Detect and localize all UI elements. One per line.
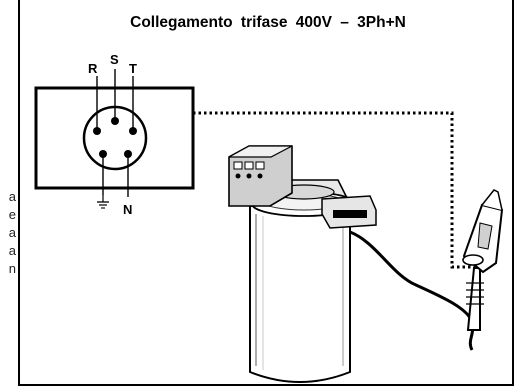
terminal-label-t: T xyxy=(129,61,137,76)
socket-panel: S R T N xyxy=(34,52,195,217)
side-text-line: a xyxy=(8,243,16,258)
terminal-label-s: S xyxy=(110,52,119,67)
side-text: a e a a n xyxy=(0,188,16,278)
side-text-line: e xyxy=(8,207,16,222)
terminal-label-r: R xyxy=(88,61,98,76)
connection-diagram: S R T N xyxy=(34,52,504,383)
dotted-connection-line xyxy=(193,111,475,269)
ground-icon xyxy=(97,195,109,209)
side-text-line: a xyxy=(8,189,16,204)
appliance-icon xyxy=(228,145,377,383)
side-text-line: n xyxy=(8,261,16,276)
side-text-line: a xyxy=(8,225,16,240)
diagram-title: Collegamento trifase 400V – 3Ph+N xyxy=(130,14,406,31)
diagram-frame: Collegamento trifase 400V – 3Ph+N S R T … xyxy=(18,0,514,386)
terminal-label-n: N xyxy=(123,202,132,217)
plug-icon xyxy=(462,189,504,331)
power-cable xyxy=(349,230,475,351)
